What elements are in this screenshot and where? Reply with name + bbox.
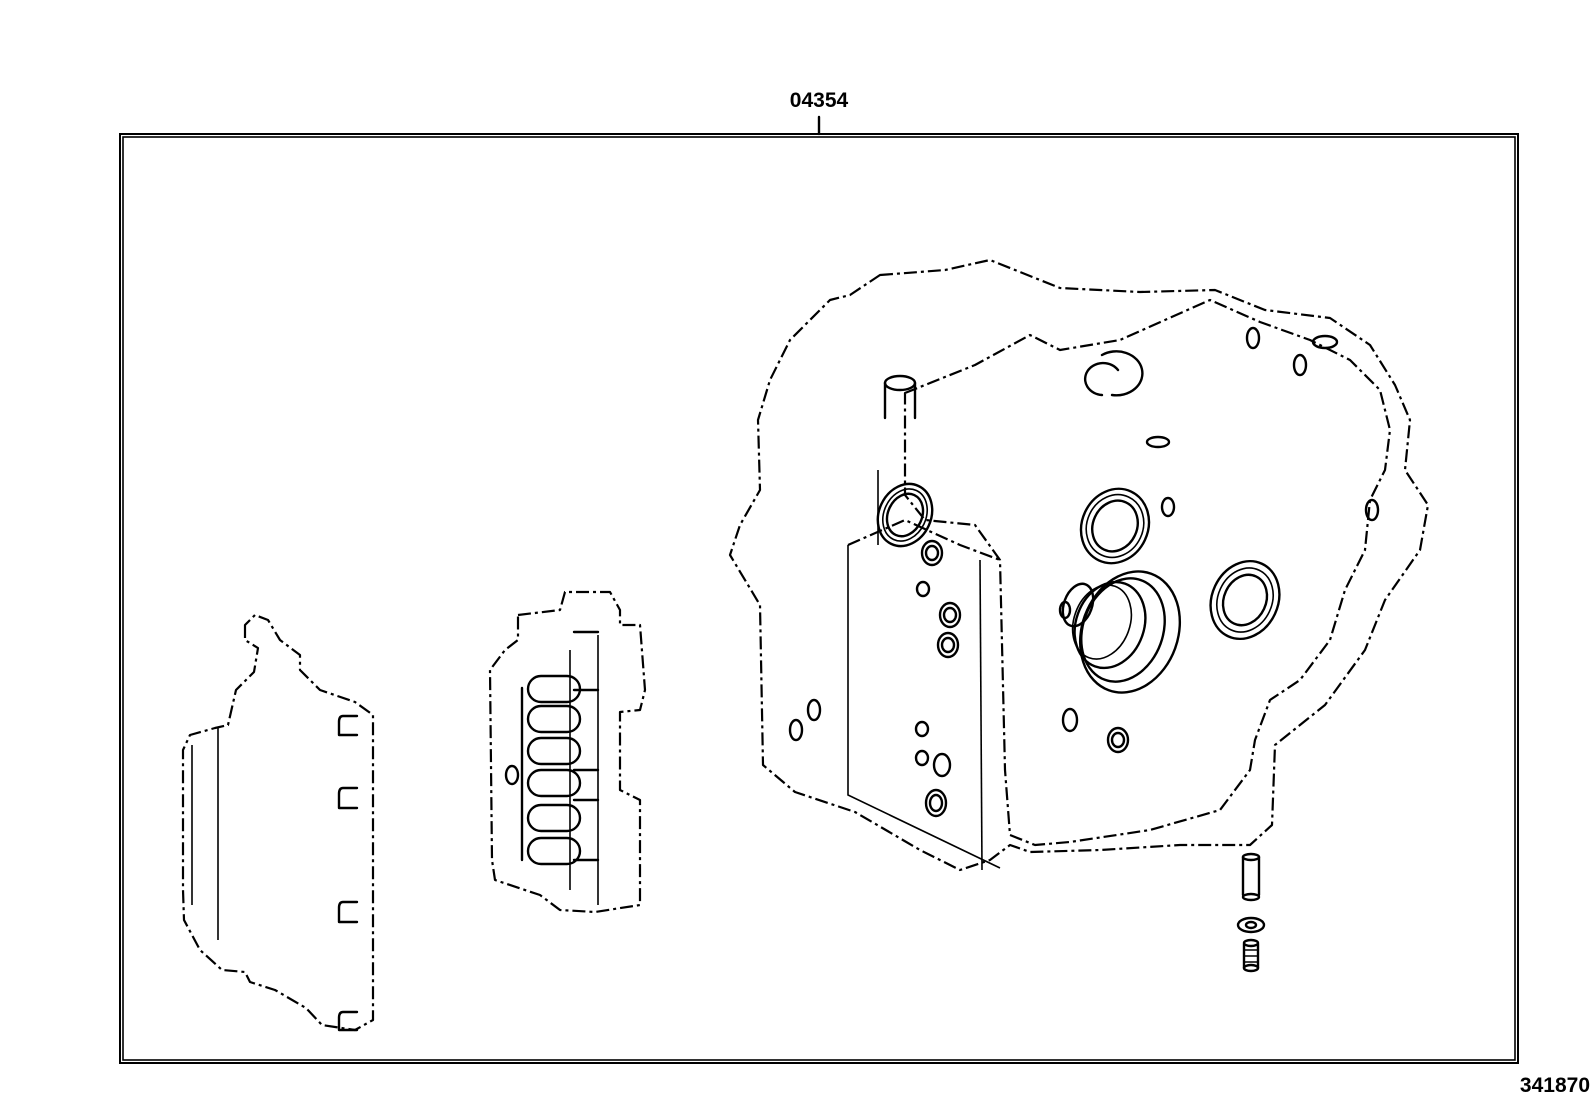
oil-seal-right[interactable] [1198,550,1292,650]
solenoid-group [520,674,582,866]
gasket-middle[interactable] [488,590,647,914]
oil-seal-upper-left[interactable] [868,475,942,555]
plug-bolt-assembly[interactable] [1236,852,1266,973]
oil-seal-center[interactable] [1069,478,1161,575]
o-ring-large-set[interactable] [1057,557,1196,706]
o-ring-small-set[interactable] [920,539,1130,818]
o-ring-small[interactable] [924,788,948,818]
o-ring-small[interactable] [936,631,960,659]
o-ring-small[interactable] [938,601,962,629]
o-ring-small[interactable] [1106,726,1130,754]
gasket-left[interactable] [181,613,375,1032]
illustration-number: 341870 [1520,1074,1590,1097]
o-ring-small[interactable] [920,539,944,567]
gasket-case[interactable] [728,258,1430,872]
kit-frame [119,133,1519,1064]
callout-label-kit[interactable]: 04354 [790,89,849,112]
